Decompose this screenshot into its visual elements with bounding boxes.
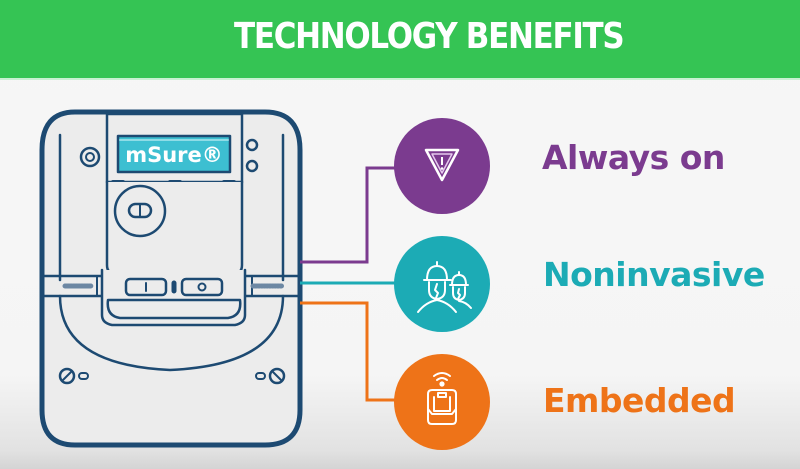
meter-brand-display: mSure® — [125, 143, 223, 167]
wireless-meter-icon — [427, 372, 457, 425]
header-banner: TECHNOLOGY BENEFITS — [0, 0, 800, 80]
workers-hardhat-icon — [417, 261, 472, 313]
benefit-label-embedded: Embedded — [543, 381, 736, 420]
always-on-badge — [394, 118, 490, 214]
benefit-label-always-on: Always on — [542, 138, 725, 177]
page-title: TECHNOLOGY BENEFITS — [234, 16, 625, 57]
benefit-label-noninvasive: Noninvasive — [543, 255, 765, 294]
embedded-badge — [394, 354, 490, 450]
warning-triangle-icon — [424, 148, 460, 182]
noninvasive-badge — [394, 236, 490, 332]
smart-meter-illustration — [39, 109, 303, 448]
